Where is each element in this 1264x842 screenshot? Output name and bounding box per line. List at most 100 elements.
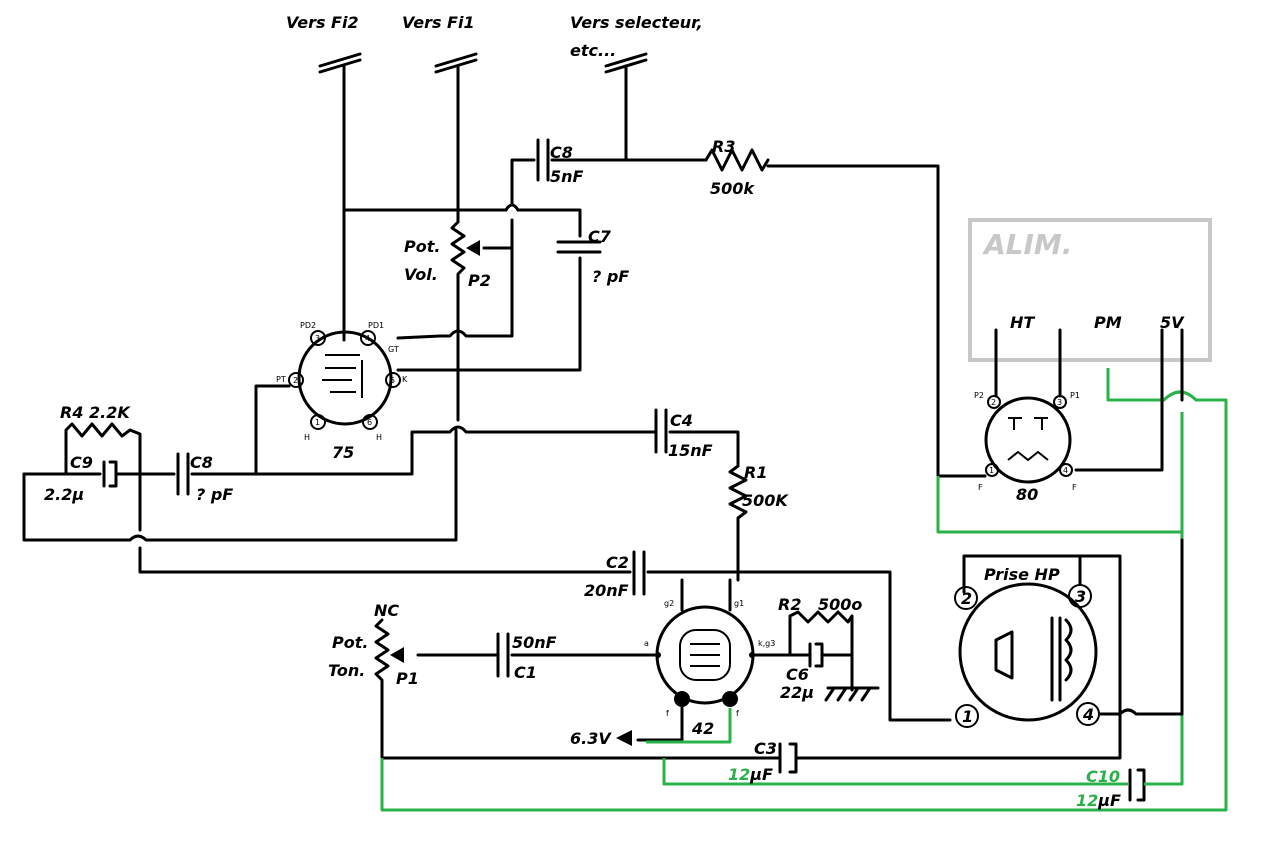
label-ht: HT xyxy=(1010,313,1035,332)
label-c10-value: 12µF xyxy=(1076,791,1121,810)
antenna-fi2 xyxy=(318,52,362,342)
label-c10: C10 xyxy=(1086,767,1120,786)
pin-label-80-f2: F xyxy=(1072,483,1077,492)
pin-label-g2: g2 xyxy=(664,599,674,608)
label-c8-left: C8 xyxy=(190,453,213,472)
capacitor-c7 xyxy=(556,240,602,254)
pin-number-2: 2 xyxy=(293,376,298,385)
pin-label-h2: H xyxy=(376,433,382,442)
pin-label-k: K xyxy=(402,375,408,384)
resistor-r3 xyxy=(704,148,770,172)
label-6-3v: 6.3V xyxy=(570,729,612,748)
label-r1-value: 500K xyxy=(742,491,789,510)
tube-42 xyxy=(655,605,755,707)
ground-icon xyxy=(824,686,880,702)
label-c8-left-value: ? pF xyxy=(196,485,233,504)
label-pm: PM xyxy=(1094,313,1122,332)
pin-number-80-3: 3 xyxy=(1057,398,1062,407)
label-p1-pot: Pot. xyxy=(332,633,368,652)
label-c8-top-value: 5nF xyxy=(550,167,584,186)
pin-label-pd2: PD2 xyxy=(300,321,316,330)
capacitor-c8-top xyxy=(536,138,550,182)
label-c9-value: 2.2µ xyxy=(44,485,84,504)
speaker-jack xyxy=(954,582,1100,728)
potentiometer-p1 xyxy=(374,618,404,762)
label-c4: C4 xyxy=(670,411,693,430)
tube-80-label: 80 xyxy=(1016,485,1038,504)
tube-75-label: 75 xyxy=(332,443,354,462)
label-5v: 5V xyxy=(1160,313,1185,332)
resistor-r4 xyxy=(64,422,142,532)
capacitor-c6 xyxy=(808,642,824,668)
label-nc: NC xyxy=(374,601,399,620)
pin-label-pd1: PD1 xyxy=(368,321,384,330)
label-c3-number: 12 xyxy=(728,765,750,784)
pin-label-80-p2: P2 xyxy=(974,391,984,400)
pin-label-80-f1: F xyxy=(978,483,983,492)
label-p2: P2 xyxy=(468,271,491,290)
resistor-r1 xyxy=(728,464,748,582)
capacitor-c2 xyxy=(632,550,646,596)
capacitor-c1 xyxy=(496,632,510,678)
speaker-pin-2: 2 xyxy=(961,589,972,608)
capacitor-c3 xyxy=(778,742,798,774)
alim-box xyxy=(968,218,1212,362)
pin-number-80-2: 2 xyxy=(991,398,996,407)
label-r2-value: 500o xyxy=(818,595,862,614)
label-c6-value: 22µ xyxy=(780,683,814,702)
label-c1-value: 50nF xyxy=(512,633,557,652)
label-prise-hp: Prise HP xyxy=(984,565,1060,584)
label-c10-unit: µF xyxy=(1097,791,1121,810)
antenna-selector xyxy=(604,52,648,162)
label-etc: etc... xyxy=(570,41,616,60)
tube-42-label: 42 xyxy=(691,719,714,738)
pin-label-a: a xyxy=(644,639,649,648)
label-p1: P1 xyxy=(396,669,419,688)
label-r3-value: 500k xyxy=(710,179,755,198)
pin-label-pt: PT xyxy=(276,375,286,384)
label-alim: ALIM. xyxy=(982,228,1072,261)
label-c8-top: C8 xyxy=(550,143,573,162)
label-r4: R4 2.2K xyxy=(60,403,131,422)
pin-number-3: 3 xyxy=(315,334,320,343)
label-c2-value: 20nF xyxy=(584,581,629,600)
label-c1: C1 xyxy=(514,663,537,682)
pin-label-f1: f xyxy=(666,709,669,718)
speaker-pin-3: 3 xyxy=(1075,587,1086,606)
pin-number-6: 6 xyxy=(367,418,372,427)
label-c3-value: 12µF xyxy=(728,765,773,784)
pin-number-5: 5 xyxy=(390,376,395,385)
speaker-pin-4: 4 xyxy=(1082,705,1094,724)
label-p2-vol: Vol. xyxy=(404,265,438,284)
capacitor-c9 xyxy=(102,460,118,488)
pin-label-kg3: k,g3 xyxy=(758,639,775,648)
label-c7: C7 xyxy=(588,227,612,246)
pin-label-h1: H xyxy=(304,433,310,442)
speaker-pin-1: 1 xyxy=(962,707,973,726)
pin-label-80-p1: P1 xyxy=(1070,391,1080,400)
label-r1: R1 xyxy=(744,463,767,482)
tube-80 xyxy=(984,395,1073,484)
pin-number-4: 4 xyxy=(365,334,370,343)
capacitor-c10 xyxy=(1128,768,1146,802)
pin-label-g1: g1 xyxy=(734,599,744,608)
potentiometer-p2 xyxy=(450,220,514,422)
capacitor-c8-left xyxy=(176,452,190,496)
label-c3: C3 xyxy=(754,739,777,758)
tube-75 xyxy=(288,330,401,430)
capacitor-c4 xyxy=(654,408,668,454)
label-c7-value: ? pF xyxy=(592,267,629,286)
label-c9: C9 xyxy=(70,453,93,472)
label-p2-pot: Pot. xyxy=(404,237,440,256)
pin-label-f2: f xyxy=(736,709,739,718)
pin-label-gt: GT xyxy=(388,345,399,354)
label-r3: R3 xyxy=(712,137,735,156)
label-vers-fi1: Vers Fi1 xyxy=(402,13,475,32)
label-vers-fi2: Vers Fi2 xyxy=(286,13,359,32)
label-c10-number: 12 xyxy=(1076,791,1098,810)
label-c4-value: 15nF xyxy=(668,441,713,460)
label-c6: C6 xyxy=(786,665,809,684)
resistor-r2 xyxy=(788,610,854,692)
pin-number-1: 1 xyxy=(315,418,320,427)
